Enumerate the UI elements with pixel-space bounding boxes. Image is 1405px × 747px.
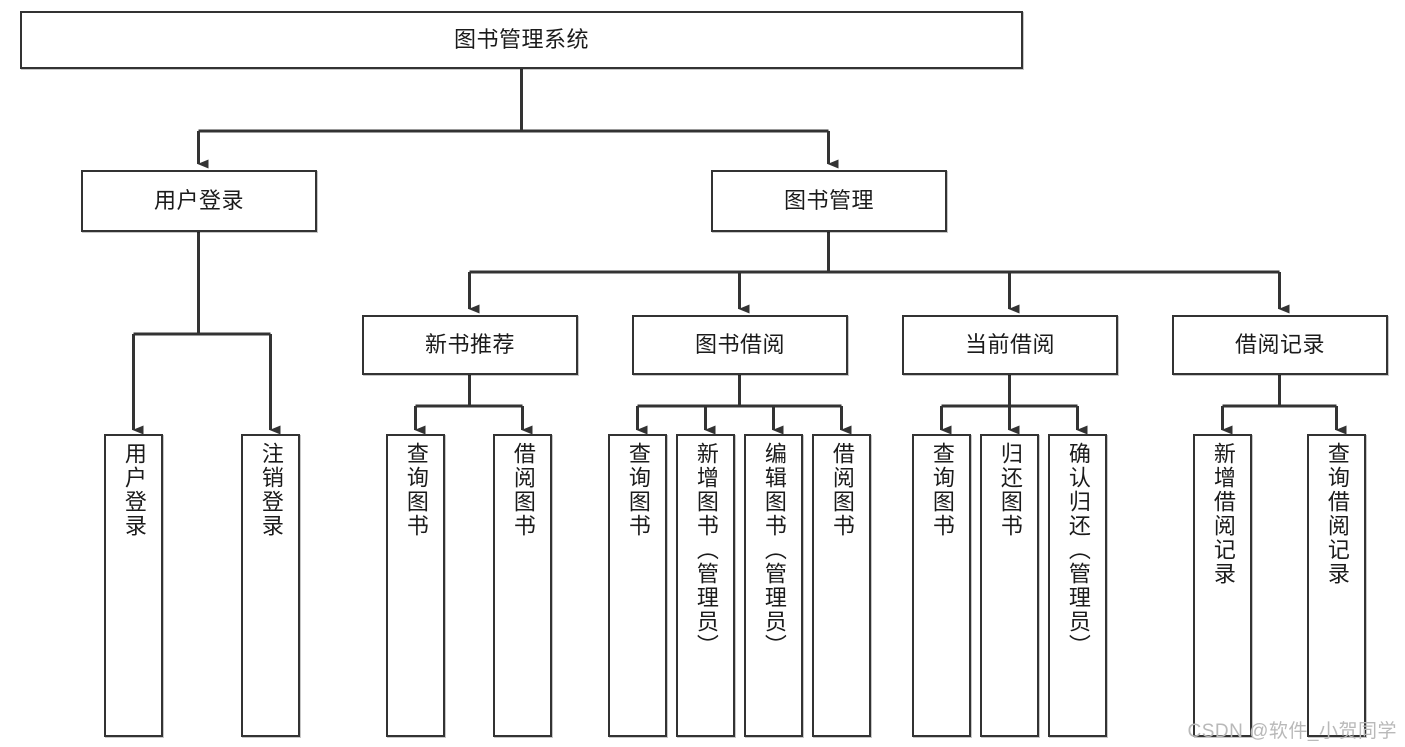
node-leaf-borrow-book-1[interactable]: 借阅图书 [493, 434, 552, 737]
node-leaf-user-login-label: 用户登录 [121, 442, 147, 538]
node-current-borrow[interactable]: 当前借阅 [902, 315, 1118, 375]
node-leaf-query-book-2[interactable]: 查询图书 [608, 434, 667, 737]
node-leaf-query-book-3-label: 查询图书 [929, 442, 955, 538]
node-borrow-record-label: 借阅记录 [1234, 331, 1325, 357]
node-leaf-query-book-2-label: 查询图书 [625, 442, 651, 538]
node-leaf-query-book-1-label: 查询图书 [403, 442, 429, 538]
node-user-login-label: 用户登录 [153, 187, 244, 213]
node-current-borrow-label: 当前借阅 [964, 331, 1055, 357]
node-leaf-borrow-book-2-label: 借阅图书 [829, 442, 855, 538]
node-user-login[interactable]: 用户登录 [81, 170, 317, 232]
node-leaf-user-login[interactable]: 用户登录 [104, 434, 163, 737]
node-leaf-confirm-return-label: 确认归还（管理员） [1065, 442, 1091, 658]
node-root-label: 图书管理系统 [453, 26, 589, 52]
node-leaf-query-record-label: 查询借阅记录 [1324, 442, 1350, 586]
node-leaf-add-book[interactable]: 新增图书（管理员） [676, 434, 735, 737]
node-leaf-query-book-1[interactable]: 查询图书 [386, 434, 445, 737]
node-new-book-recommend-label: 新书推荐 [424, 331, 515, 357]
node-book-management-label: 图书管理 [783, 187, 874, 213]
node-leaf-query-book-3[interactable]: 查询图书 [912, 434, 971, 737]
node-leaf-borrow-book-1-label: 借阅图书 [510, 442, 536, 538]
node-book-borrow-label: 图书借阅 [694, 331, 785, 357]
node-leaf-edit-book[interactable]: 编辑图书（管理员） [744, 434, 803, 737]
node-book-management[interactable]: 图书管理 [711, 170, 947, 232]
node-borrow-record[interactable]: 借阅记录 [1172, 315, 1388, 375]
node-leaf-return-book-label: 归还图书 [997, 442, 1023, 538]
node-new-book-recommend[interactable]: 新书推荐 [362, 315, 578, 375]
node-leaf-return-book[interactable]: 归还图书 [980, 434, 1039, 737]
node-root[interactable]: 图书管理系统 [20, 11, 1023, 69]
node-leaf-borrow-book-2[interactable]: 借阅图书 [812, 434, 871, 737]
node-leaf-user-logout-label: 注销登录 [258, 442, 284, 538]
node-leaf-edit-book-label: 编辑图书（管理员） [761, 442, 787, 658]
node-leaf-query-record[interactable]: 查询借阅记录 [1307, 434, 1366, 737]
node-leaf-add-record[interactable]: 新增借阅记录 [1193, 434, 1252, 737]
node-leaf-add-book-label: 新增图书（管理员） [693, 442, 719, 658]
node-leaf-user-logout[interactable]: 注销登录 [241, 434, 300, 737]
node-book-borrow[interactable]: 图书借阅 [632, 315, 848, 375]
node-leaf-confirm-return[interactable]: 确认归还（管理员） [1048, 434, 1107, 737]
node-leaf-add-record-label: 新增借阅记录 [1210, 442, 1236, 586]
